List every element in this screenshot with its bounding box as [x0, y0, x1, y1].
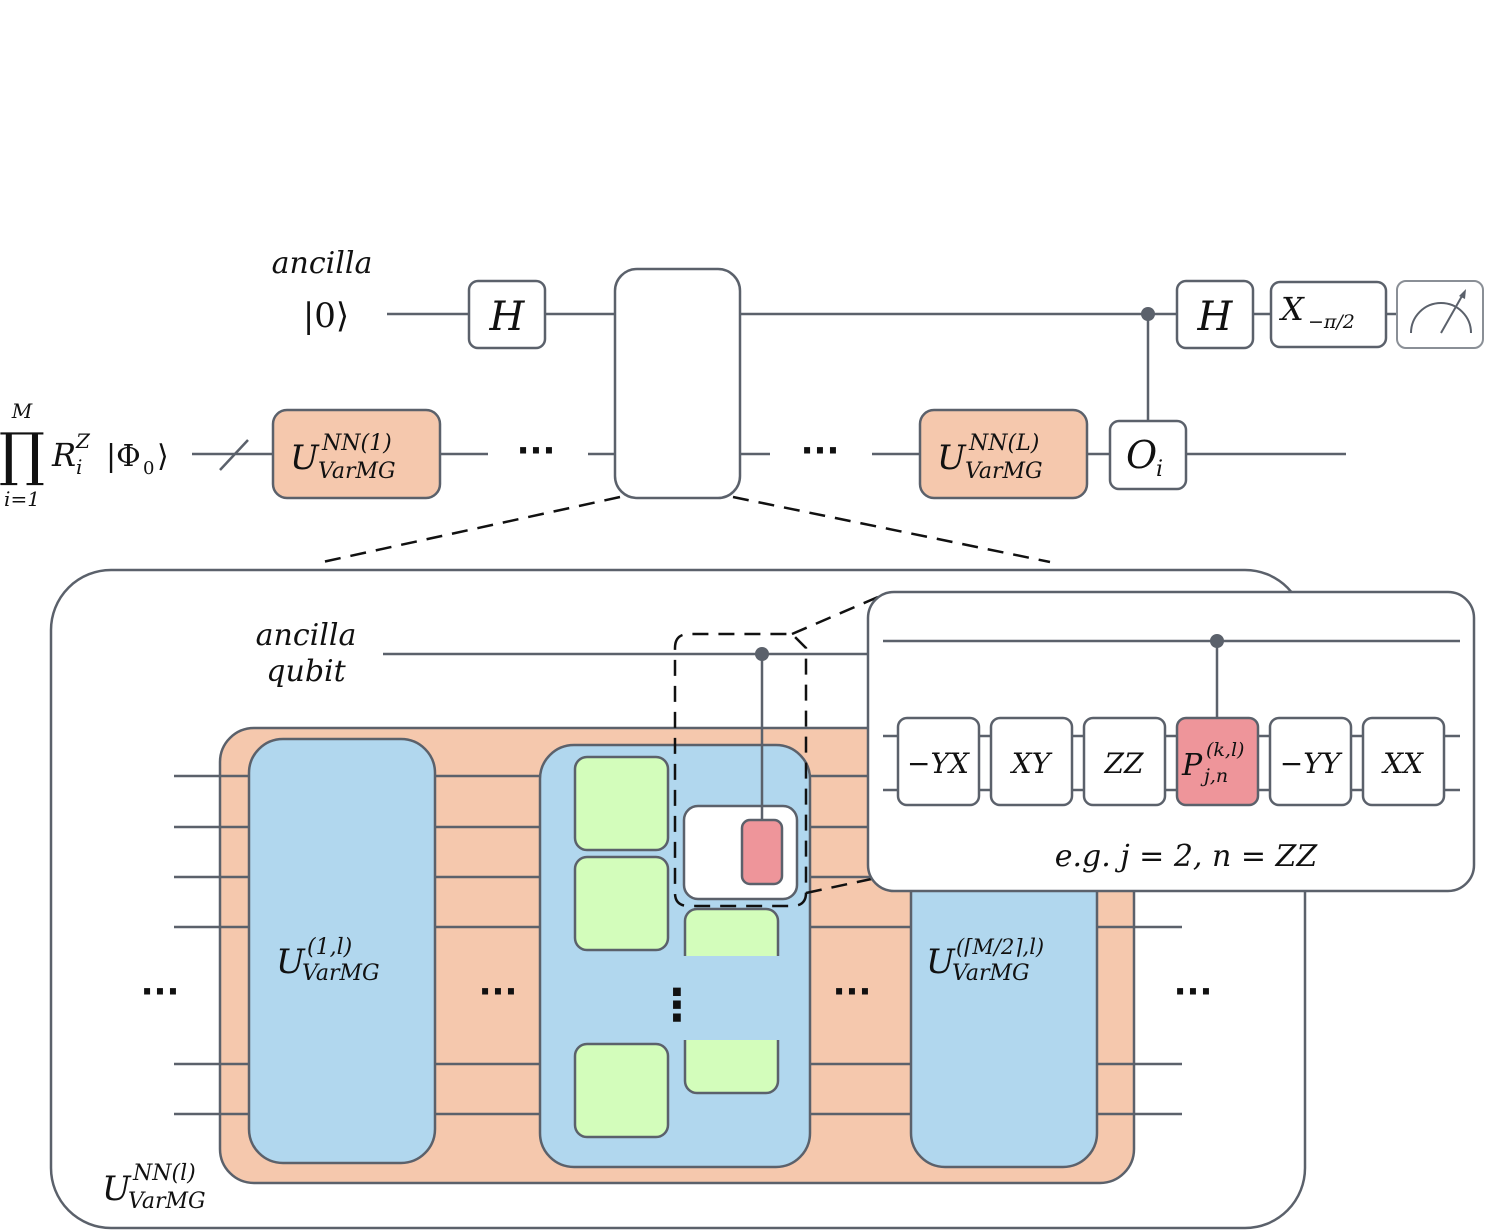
varmg-block-first: U (1,l) VarMG [247, 737, 437, 1165]
varmg-block-first-sub: VarMG [302, 961, 380, 986]
pauli-gate-neg-yy: −YY [1268, 716, 1353, 807]
ancilla-initial-state: |0⟩ [303, 296, 349, 336]
unitary-layer-1: U NN(1) VarMG [271, 408, 442, 500]
pauli-gate-label: XY [1010, 747, 1053, 780]
product-symbol: ∏ [0, 420, 45, 488]
rotation-gate-base: X [1278, 290, 1305, 328]
hadamard-gate-2: H [1175, 279, 1255, 350]
observable-sub: i [1156, 457, 1163, 482]
controlled-gate-sup: (k,l) [1206, 739, 1244, 761]
top-dots-2: ··· [801, 431, 840, 471]
nn-layer-label-sub: VarMG [128, 1189, 206, 1214]
detail-connector-bottom [805, 876, 877, 895]
hadamard-gate-1: H [467, 279, 547, 350]
varmg-block-last-base: U [926, 942, 956, 982]
detail-connector-top [791, 595, 879, 636]
pauli-gate-xx: XX [1361, 716, 1446, 807]
measurement-icon [1396, 280, 1484, 349]
top-circuit: ancilla |0⟩ M ∏ i=1 R Z i |Φ 0 ⟩ [0, 246, 1484, 511]
unitary-layer-L: U NN(L) VarMG [918, 408, 1089, 500]
hadamard-gate-2-label: H [1197, 294, 1234, 340]
pauli-gate-label: XX [1381, 747, 1424, 780]
zoom-connector-left [317, 495, 621, 565]
zoom-control-dot [755, 647, 769, 661]
rotation-gate: X −π/2 [1269, 280, 1388, 349]
rotation-superscript: Z [75, 429, 91, 453]
pauli-gate-label: −YY [1280, 747, 1343, 780]
controlled-gate-sub: j,n [1200, 765, 1228, 787]
two-qubit-gate [573, 855, 670, 952]
hadamard-gate-1-label: H [489, 294, 526, 340]
two-qubit-gate [573, 755, 670, 852]
varmg-block-last-sub: VarMG [952, 961, 1030, 986]
product-lower-limit: i=1 [4, 487, 40, 511]
controlled-pauli-gate-detail: P (k,l) j,n [1175, 716, 1260, 807]
unitary-layer-1-sub: VarMG [318, 459, 396, 484]
ancilla-qubit-label-line2: qubit [266, 654, 346, 689]
zoom-dots-right: ··· [1174, 972, 1213, 1012]
varmg-block-expanded: ⋮ [538, 632, 812, 1169]
control-dot [1141, 307, 1155, 321]
detail-panel: −YX XY ZZ P (k,l) j,n −YY XX e.g. j = 2,… [866, 590, 1476, 893]
top-dots-1: ··· [517, 431, 556, 471]
vertical-dots: ⋮ [655, 980, 699, 1031]
state-ket-open: |Φ [106, 439, 141, 474]
pauli-gate-label: ZZ [1104, 747, 1144, 780]
rotation-base: R [51, 436, 76, 474]
two-qubit-gate [573, 1042, 670, 1139]
pauli-gate-xy: XY [989, 716, 1074, 807]
ancilla-label: ancilla [272, 246, 373, 281]
pauli-gate-neg-yx: −YX [896, 716, 981, 807]
nn-layer-label-base: U [102, 1169, 132, 1209]
unitary-layer-L-base: U [937, 438, 967, 478]
varmg-block-first-sup: (1,l) [307, 935, 352, 960]
state-ket-close: ⟩ [157, 439, 169, 474]
gate-gap-mask [680, 956, 784, 1040]
system-initial-state: M ∏ i=1 R Z i |Φ 0 ⟩ [0, 399, 169, 511]
controlled-pauli-gate [740, 818, 784, 886]
unitary-layer-L-sup: NN(L) [968, 431, 1039, 456]
unitary-layer-1-base: U [290, 438, 320, 478]
detail-panel-frame [866, 590, 1476, 893]
zoom-dots-mid-2: ··· [833, 972, 872, 1012]
product-upper-limit: M [11, 399, 33, 423]
nn-layer-label: U NN(l) VarMG [102, 1161, 206, 1214]
zoom-dots-left: ··· [141, 972, 180, 1012]
nn-layer-label-sup: NN(l) [132, 1161, 196, 1186]
detail-highlight-dashed [673, 632, 808, 908]
varmg-block-last-sup: (⌈M/2⌉,l) [956, 935, 1044, 959]
detail-example-caption: e.g. j = 2, n = ZZ [1055, 839, 1319, 874]
observable-base: O [1126, 433, 1157, 477]
unitary-layer-L-sub: VarMG [965, 459, 1043, 484]
ancilla-qubit-label-line1: ancilla [256, 618, 357, 653]
detail-control-dot [1210, 634, 1224, 648]
zoomed-layer-box [613, 267, 742, 500]
pauli-gate-label: −YX [907, 747, 970, 780]
observable-gate: O i [1108, 419, 1188, 491]
pauli-gate-zz: ZZ [1082, 716, 1167, 807]
rotation-gate-sub: −π/2 [1308, 311, 1355, 333]
zoom-dots-mid-1: ··· [479, 972, 518, 1012]
multi-qubit-slash [219, 439, 249, 471]
zoom-connector-right [732, 495, 1051, 564]
varmg-block-first-base: U [276, 942, 306, 982]
controlled-gate-base: P [1181, 748, 1203, 783]
rotation-subscript: i [76, 455, 82, 479]
state-subscript: 0 [143, 458, 154, 479]
unitary-layer-1-sup: NN(1) [321, 431, 392, 456]
